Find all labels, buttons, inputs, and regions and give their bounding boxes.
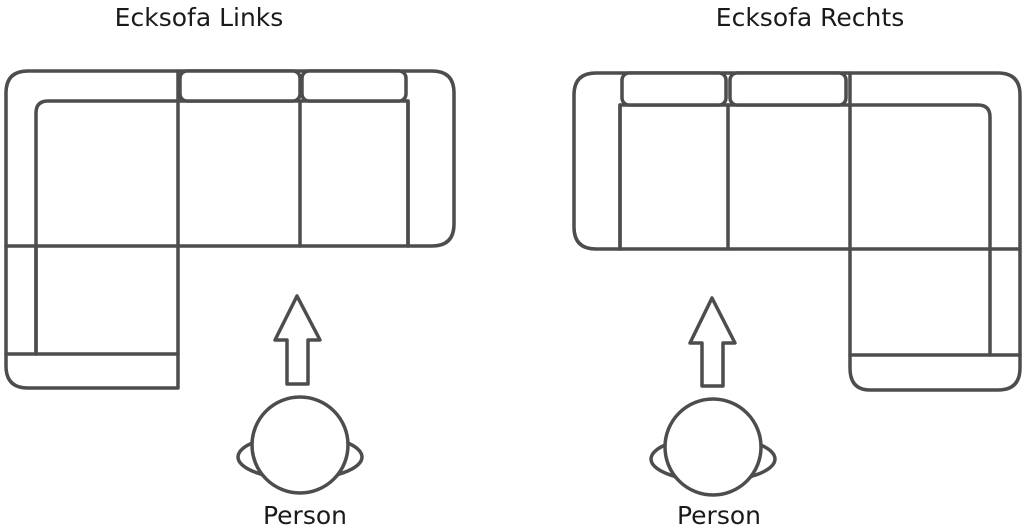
sofa-left-back-cushion-2 <box>300 69 408 103</box>
person-label-left: Person <box>262 501 348 530</box>
sofa-left-outline <box>4 69 456 390</box>
person-right-head-icon <box>663 397 763 497</box>
sofa-right-seat-outline <box>618 103 992 357</box>
corner-sofa-left <box>4 69 456 390</box>
arrow-up-icon <box>688 296 737 388</box>
sofa-left-seat-outline <box>34 99 410 356</box>
sofa-right-back-cushion-1 <box>620 71 728 107</box>
arrow-up-icon <box>273 294 322 386</box>
person-left-head-icon <box>250 395 350 495</box>
person-label-right: Person <box>676 501 762 530</box>
sofa-right-back-cushion-2 <box>728 71 848 107</box>
sofa-left-back-cushion-1 <box>178 69 302 103</box>
title-ecksofa-rechts: Ecksofa Rechts <box>715 3 905 32</box>
person-left-group <box>236 294 364 495</box>
sofa-right-outline <box>572 71 1022 392</box>
corner-sofa-right <box>572 71 1022 392</box>
title-ecksofa-links: Ecksofa Links <box>114 3 284 32</box>
person-right-group <box>649 296 777 497</box>
